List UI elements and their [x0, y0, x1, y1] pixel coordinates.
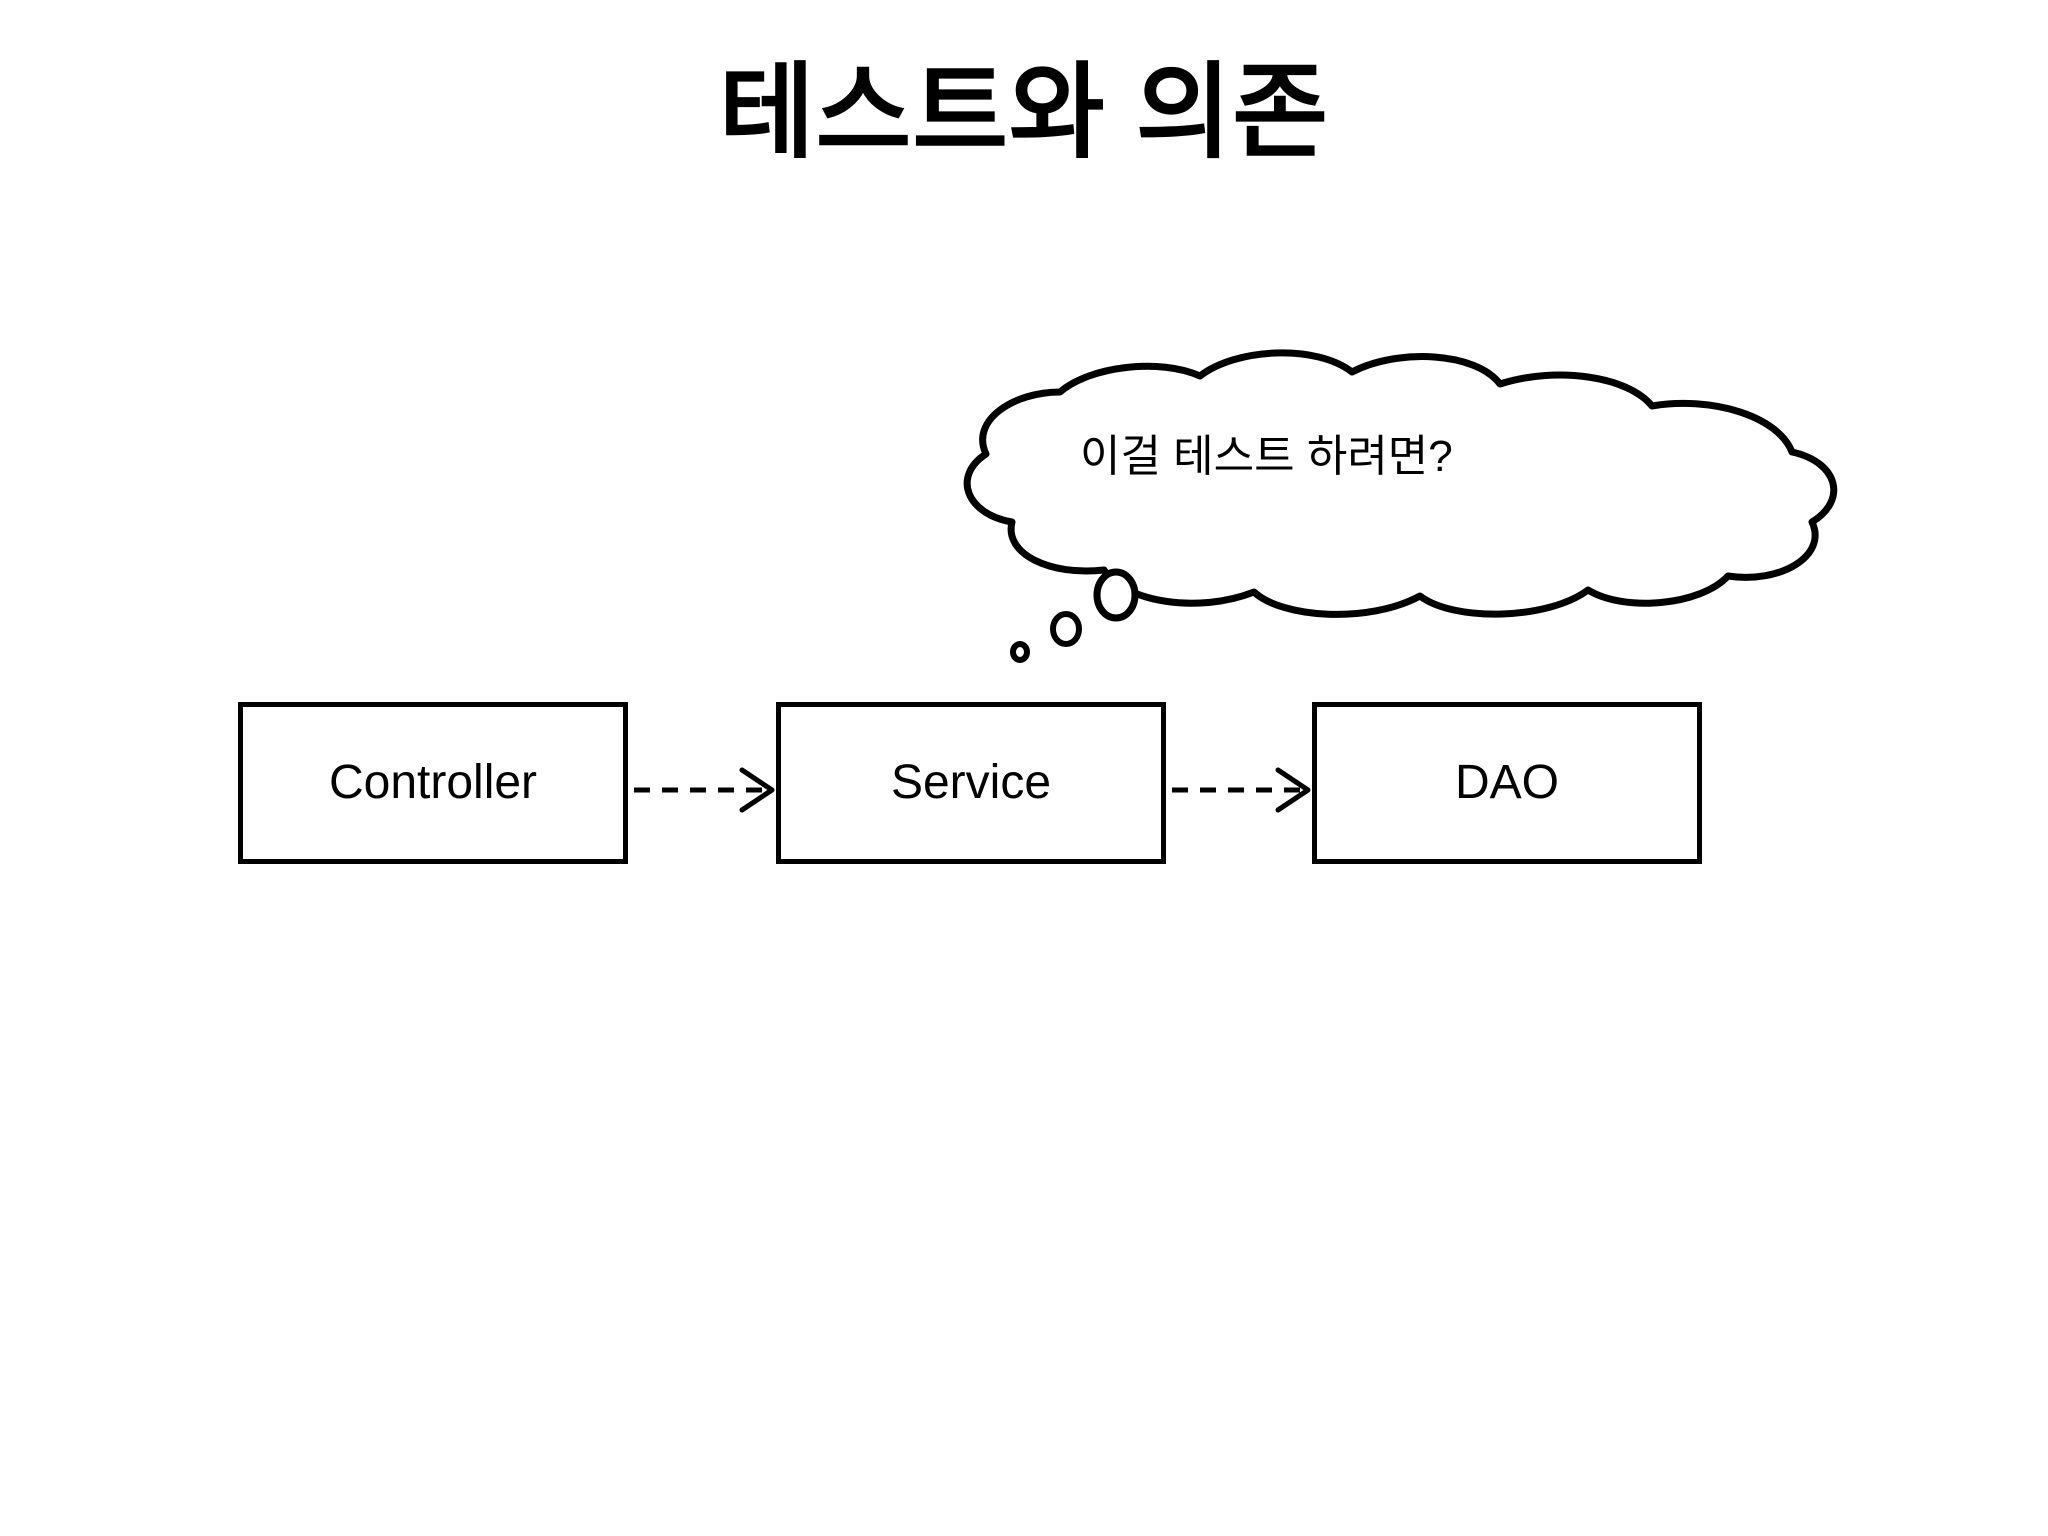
node-service-label: Service [890, 756, 1052, 809]
node-controller-label: Controller [328, 756, 538, 809]
arrow-service-to-dao [1172, 767, 1311, 813]
node-dao: DAO [1312, 702, 1702, 864]
node-service: Service [776, 702, 1166, 864]
node-dao-label: DAO [1454, 756, 1559, 809]
thought-bubble-cloud [963, 349, 1838, 618]
node-controller: Controller [238, 702, 628, 864]
arrow-controller-to-service [634, 767, 775, 813]
thought-bubble-text: 이걸 테스트 하려면? [1080, 432, 1453, 481]
thought-bubble-tail [1010, 568, 1139, 663]
page-title: 테스트와 의존 [719, 55, 1329, 171]
